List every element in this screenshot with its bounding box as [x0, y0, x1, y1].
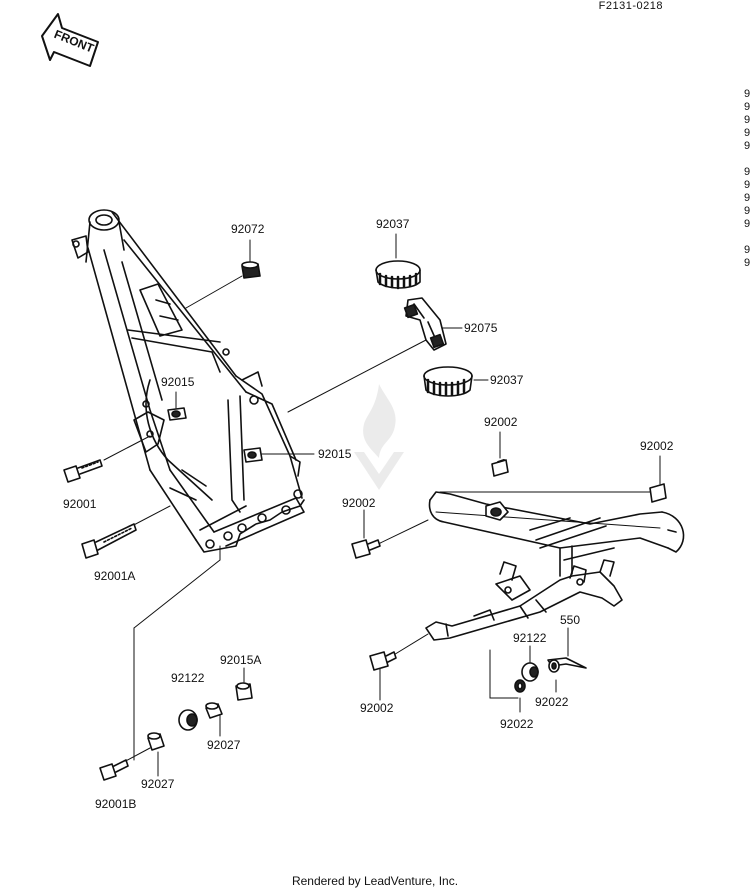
washer-92022-bottom: [514, 679, 526, 693]
label-92001B: 92001B: [95, 797, 136, 811]
rear-subframe: [425, 491, 685, 641]
label-92002-right: 92002: [640, 439, 674, 453]
collar-92015-right: [243, 447, 263, 463]
label-92037-bottom: 92037: [490, 373, 524, 387]
collar-92015-left: [167, 407, 187, 421]
label-92015-left: 92015: [161, 375, 195, 389]
label-92027-low: 92027: [141, 777, 175, 791]
watermark-flame-logo: [354, 384, 404, 490]
label-92001A: 92001A: [94, 569, 135, 583]
bolt-92002-lower: [369, 651, 397, 671]
label-92001: 92001: [63, 497, 97, 511]
bracket-92075: [403, 297, 447, 351]
label-550: 550: [560, 613, 580, 627]
collar-92122-right: [521, 662, 539, 682]
label-92022-bottom: 92022: [500, 717, 534, 731]
footer-credit: Rendered by LeadVenture, Inc.: [291, 874, 459, 888]
label-92002-lower: 92002: [360, 701, 394, 715]
label-92002-left: 92002: [342, 496, 376, 510]
washer-92022-right: [548, 659, 560, 673]
bolt-92002-left: [351, 539, 381, 559]
collar-92027-low: [147, 732, 165, 751]
collar-92122-left: [178, 709, 198, 731]
label-92072: 92072: [231, 222, 265, 236]
label-92122-left: 92122: [171, 671, 205, 685]
document-code: F2131-0218: [598, 0, 663, 12]
label-92075: 92075: [464, 321, 498, 335]
bolt-92001A: [81, 523, 137, 559]
bolt-92001: [63, 459, 103, 483]
label-92037-top: 92037: [376, 217, 410, 231]
label-92022-right: 92022: [535, 695, 569, 709]
label-92015-right: 92015: [318, 447, 352, 461]
clamp-92037-bottom: [423, 366, 473, 397]
bolt-92002-mid: [491, 459, 509, 477]
front-arrow: FRONT: [41, 13, 99, 67]
collar-92015A: [235, 682, 253, 701]
collar-92027-mid: [205, 702, 223, 719]
label-92015A: 92015A: [220, 653, 261, 667]
leader-lines: [103, 233, 661, 777]
label-92002-mid: 92002: [484, 415, 518, 429]
label-92122-right: 92122: [513, 631, 547, 645]
collar-92072: [241, 261, 261, 279]
bolt-92002-right: [649, 483, 667, 503]
clamp-92037-top: [375, 260, 421, 290]
bolt-92001B: [99, 759, 129, 781]
label-92027-mid: 92027: [207, 738, 241, 752]
part-labels: 92072 92037 92075 92037 92015 92015 9200…: [63, 217, 674, 811]
main-frame: [71, 209, 305, 553]
